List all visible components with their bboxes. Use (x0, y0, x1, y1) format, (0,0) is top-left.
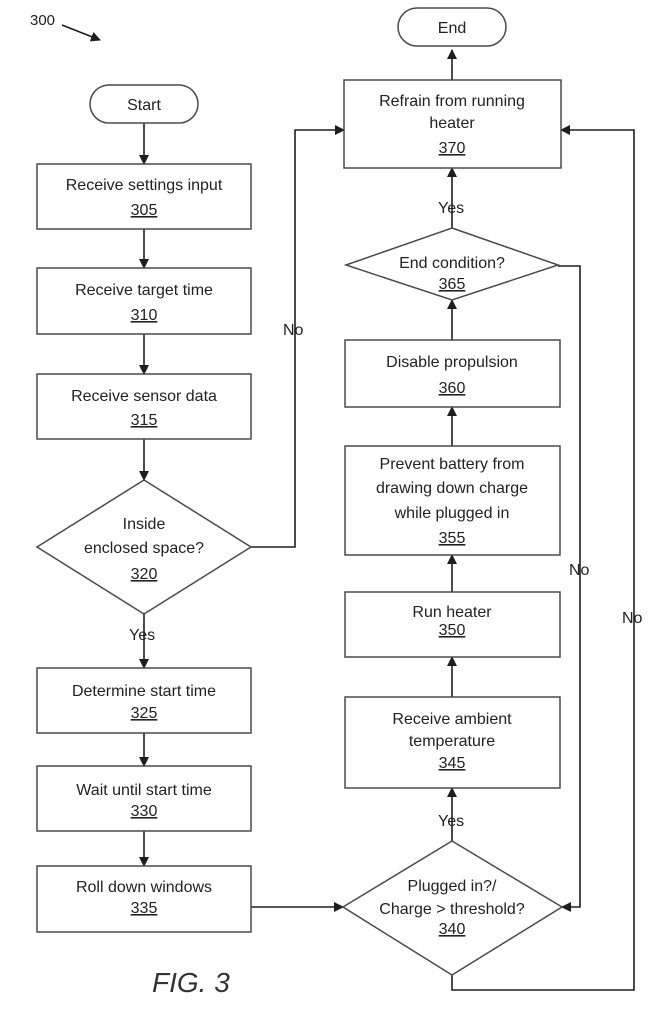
decision-340: Plugged in?/ Charge > threshold? 340 (343, 841, 562, 975)
process-box-315: Receive sensor data 315 (37, 374, 251, 439)
box-330-line-1: Wait until start time (76, 782, 212, 799)
box-350-line-1: Run heater (412, 604, 492, 621)
box-355-line-1: Prevent battery from (380, 456, 525, 473)
start-label: Start (127, 97, 161, 114)
box-305-number: 305 (131, 202, 158, 219)
box-325-number: 325 (131, 705, 158, 722)
figure-caption: FIG. 3 (152, 967, 230, 998)
decision-320-line-1: Inside (123, 516, 166, 533)
process-box-345: Receive ambient temperature 345 (345, 697, 560, 788)
box-355-line-2: drawing down charge (376, 480, 528, 497)
box-310-line-1: Receive target time (75, 282, 213, 299)
box-315-number: 315 (131, 412, 158, 429)
end-terminator: End (398, 8, 506, 46)
box-345-line-2: temperature (409, 733, 495, 750)
edge-365-no-340 (558, 266, 580, 907)
box-345-number: 345 (439, 755, 466, 772)
decision-365-number: 365 (439, 276, 466, 293)
process-box-355: Prevent battery from drawing down charge… (345, 446, 560, 555)
box-370-line-2: heater (429, 115, 475, 132)
figure-ref-arrow (62, 25, 100, 40)
box-315-line-1: Receive sensor data (71, 388, 217, 405)
end-label: End (438, 20, 466, 37)
box-335-number: 335 (131, 900, 158, 917)
process-box-330: Wait until start time 330 (37, 766, 251, 831)
decision-340-number: 340 (439, 921, 466, 938)
box-325-line-1: Determine start time (72, 683, 216, 700)
edge-label-yes-340: Yes (438, 813, 464, 830)
edge-label-no-340: No (622, 610, 643, 627)
edge-label-yes-365: Yes (438, 200, 464, 217)
process-box-305: Receive settings input 305 (37, 164, 251, 229)
start-terminator: Start (90, 85, 198, 123)
edge-label-no-320: No (283, 322, 304, 339)
decision-365: End condition? 365 (346, 228, 558, 300)
box-345-line-1: Receive ambient (392, 711, 512, 728)
box-355-line-3: while plugged in (394, 505, 510, 522)
box-310-number: 310 (131, 307, 158, 324)
process-box-325: Determine start time 325 (37, 668, 251, 733)
box-355-number: 355 (439, 530, 466, 547)
process-box-350: Run heater 350 (345, 592, 560, 657)
process-box-310: Receive target time 310 (37, 268, 251, 334)
box-370-number: 370 (439, 140, 466, 157)
edge-label-no-365: No (569, 562, 590, 579)
decision-320: Inside enclosed space? 320 (37, 480, 251, 614)
box-330-number: 330 (131, 803, 158, 820)
box-360-line-1: Disable propulsion (386, 354, 518, 371)
process-box-335: Roll down windows 335 (37, 866, 251, 932)
box-360-number: 360 (439, 380, 466, 397)
box-350-number: 350 (439, 622, 466, 639)
box-305-line-1: Receive settings input (66, 177, 223, 194)
decision-340-line-1: Plugged in?/ (408, 878, 498, 895)
edge-label-yes-320: Yes (129, 627, 155, 644)
decision-320-number: 320 (131, 566, 158, 583)
decision-320-line-2: enclosed space? (84, 540, 204, 557)
process-box-370: Refrain from running heater 370 (344, 80, 561, 168)
box-335-line-1: Roll down windows (76, 879, 212, 896)
decision-365-line-1: End condition? (399, 255, 505, 272)
process-box-360: Disable propulsion 360 (345, 340, 560, 407)
figure-ref-number: 300 (30, 12, 55, 29)
box-370-line-1: Refrain from running (379, 93, 525, 110)
decision-340-line-2: Charge > threshold? (379, 901, 525, 918)
